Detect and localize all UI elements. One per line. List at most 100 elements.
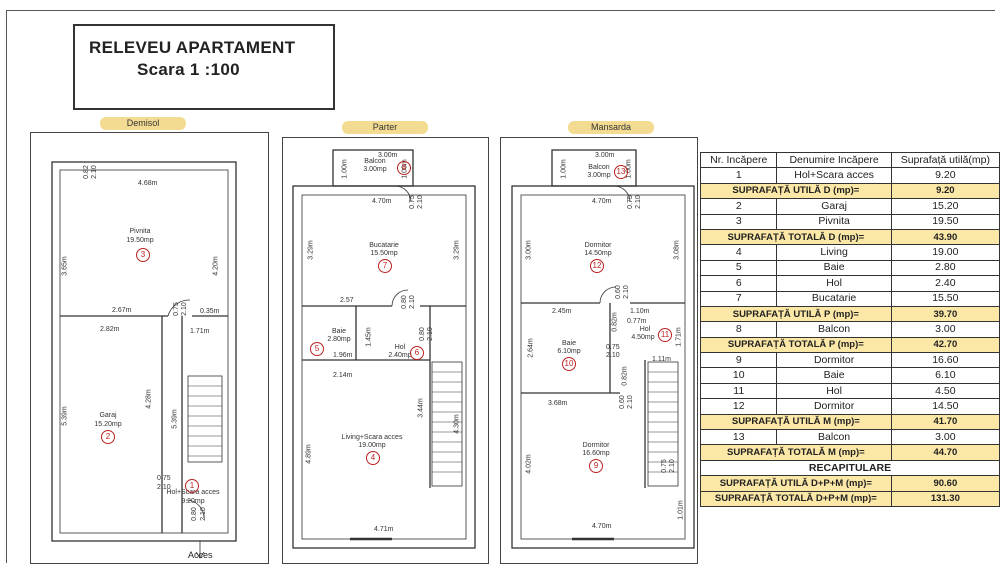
room-name-living: Living+Scara acces bbox=[341, 434, 403, 441]
room-name-hol-p: Hol bbox=[394, 344, 406, 351]
dim-parter-6: 2.10 bbox=[416, 195, 424, 209]
cell-area: 15.20 bbox=[890, 198, 1000, 215]
cell-nr: 3 bbox=[699, 213, 778, 230]
cell-nr: 6 bbox=[699, 275, 778, 292]
mansarda-balcony-door-arc bbox=[613, 185, 631, 203]
dim-mansarda-12: 1.10m bbox=[630, 308, 650, 315]
cell-name: Garaj bbox=[776, 198, 892, 215]
room-area-baie-p: 2.80mp bbox=[327, 336, 351, 343]
area-table-header: Nr. Incăpere Denumire Incăpere Suprafață… bbox=[699, 151, 1000, 169]
dim-mansarda-21: 3.68m bbox=[548, 400, 568, 407]
dim-parter-15: 2.10 bbox=[426, 327, 434, 341]
table-summary-row: SUPRAFAȚĂ TOTALĂ P (mp)=42.70 bbox=[700, 336, 1000, 354]
header-area: Suprafață utilă(mp) bbox=[890, 151, 1000, 169]
room-marker-10: 10 bbox=[562, 357, 576, 371]
dim-mansarda-13: 0.82m bbox=[611, 312, 619, 332]
dim-parter-4: 4.70m bbox=[372, 198, 392, 205]
summary-label: SUPRAFAȚĂ UTILĂ D (mp)= bbox=[700, 182, 892, 200]
mansarda-outer-wall bbox=[511, 185, 695, 549]
summary-label: SUPRAFAȚĂ UTILĂ P (mp)= bbox=[700, 305, 892, 323]
room-marker-13: 13 bbox=[614, 165, 628, 179]
cell-name: Balcon bbox=[776, 321, 892, 338]
cell-area: 16.60 bbox=[890, 352, 1000, 369]
dim-mansarda-6: 2.10 bbox=[634, 195, 642, 209]
dim-parter-11: 2.10 bbox=[408, 295, 416, 309]
dim-demisol-18: 2.10 bbox=[199, 507, 207, 521]
cell-name: Hol bbox=[776, 382, 892, 400]
room-name-balcon-m: Balcon bbox=[588, 164, 610, 171]
demisol-stair-treads bbox=[188, 385, 222, 457]
summary-label: SUPRAFAȚĂ TOTALĂ D (mp)= bbox=[700, 228, 892, 246]
dim-demisol-5: 4.20m bbox=[212, 256, 220, 276]
dim-parter-7: 3.29m bbox=[307, 240, 315, 260]
table-summary-row: SUPRAFAȚĂ UTILĂ D (mp)=9.20 bbox=[700, 182, 1000, 200]
room-name-hol-m: Hol bbox=[639, 326, 651, 333]
room-marker-5: 5 bbox=[310, 342, 324, 356]
dim-mansarda-24: 4.02m bbox=[525, 454, 533, 474]
recap-label: RECAPITULARE bbox=[700, 459, 1000, 477]
dim-parter-9: 2.57 bbox=[340, 297, 354, 304]
dim-mansarda-14: 0.77m bbox=[627, 318, 647, 325]
cell-area: 3.00 bbox=[890, 321, 1000, 338]
sheet-parter bbox=[282, 137, 489, 564]
dim-mansarda-23: 2.10 bbox=[626, 395, 634, 409]
dim-demisol-1: 0.82 bbox=[82, 165, 90, 179]
cell-nr: 7 bbox=[699, 290, 778, 307]
dim-mansarda-1: 3.00m bbox=[595, 152, 615, 159]
access-label: Acces bbox=[188, 550, 213, 560]
summary-value: 90.60 bbox=[890, 475, 1000, 492]
room-name-dormitor-9: Dormitor bbox=[582, 442, 610, 449]
dim-demisol-12: 5.39m bbox=[61, 406, 69, 426]
room-name-garaj: Garaj bbox=[99, 412, 117, 419]
dim-parter-10: 0.80 bbox=[400, 295, 408, 309]
room-marker-2: 2 bbox=[101, 430, 115, 444]
cell-name: Bucatarie bbox=[776, 290, 892, 307]
cell-area: 2.40 bbox=[890, 275, 1000, 292]
table-recap-row: RECAPITULARE bbox=[700, 459, 1000, 477]
summary-label: SUPRAFAȚĂ TOTALĂ P (mp)= bbox=[700, 336, 892, 354]
dim-demisol-10: 2.82m bbox=[100, 326, 120, 333]
dim-parter-13: 1.96m bbox=[333, 352, 353, 359]
cell-name: Dormitor bbox=[776, 398, 892, 415]
sheet-demisol bbox=[30, 132, 269, 564]
room-area-living: 19.00mp bbox=[358, 442, 386, 449]
mansarda-door-arc bbox=[599, 286, 617, 304]
cell-nr: 8 bbox=[699, 321, 778, 338]
dim-demisol-3: 4.68m bbox=[138, 180, 158, 187]
dim-mansarda-17: 0.75 bbox=[606, 344, 620, 351]
cell-nr: 10 bbox=[699, 367, 778, 384]
floor-label-parter: Parter bbox=[342, 121, 428, 134]
dim-mansarda-4: 4.70m bbox=[592, 198, 612, 205]
summary-label: SUPRAFAȚĂ UTILĂ M (mp)= bbox=[700, 413, 892, 431]
cell-nr: 2 bbox=[699, 198, 778, 215]
room-marker-7: 7 bbox=[378, 259, 392, 273]
dim-demisol-14: 5.39m bbox=[171, 409, 179, 429]
cell-area: 9.20 bbox=[890, 167, 1000, 184]
room-name-pivnita: Pivnita bbox=[129, 228, 151, 235]
dim-mansarda-8: 3.08m bbox=[673, 240, 681, 260]
dim-mansarda-11: 2.45m bbox=[552, 308, 572, 315]
cell-nr: 5 bbox=[699, 259, 778, 277]
room-marker-6: 6 bbox=[410, 346, 424, 360]
dim-demisol-17: 0.80 bbox=[190, 507, 198, 521]
cell-name: Dormitor bbox=[776, 352, 892, 369]
mansarda-stair-treads bbox=[648, 371, 678, 473]
dim-mansarda-20: 0.82m bbox=[621, 366, 629, 386]
dim-demisol-9: 0.35m bbox=[200, 308, 220, 315]
room-marker-3: 3 bbox=[136, 248, 150, 262]
cell-nr: 11 bbox=[699, 382, 778, 400]
dim-parter-14: 0.80 bbox=[418, 327, 426, 341]
cell-name: Hol+Scara acces bbox=[776, 167, 892, 184]
summary-label: SUPRAFAȚĂ TOTALĂ M (mp)= bbox=[700, 444, 892, 461]
dim-demisol-16: 2.10 bbox=[157, 484, 171, 491]
demisol-outer-wall bbox=[51, 161, 237, 542]
cell-name: Hol bbox=[776, 275, 892, 292]
cell-area: 2.80 bbox=[890, 259, 1000, 277]
dim-mansarda-19: 1.11m bbox=[652, 356, 671, 363]
room-name-dormitor-12: Dormitor bbox=[584, 242, 612, 249]
dim-mansarda-27: 1.01m bbox=[677, 500, 685, 520]
